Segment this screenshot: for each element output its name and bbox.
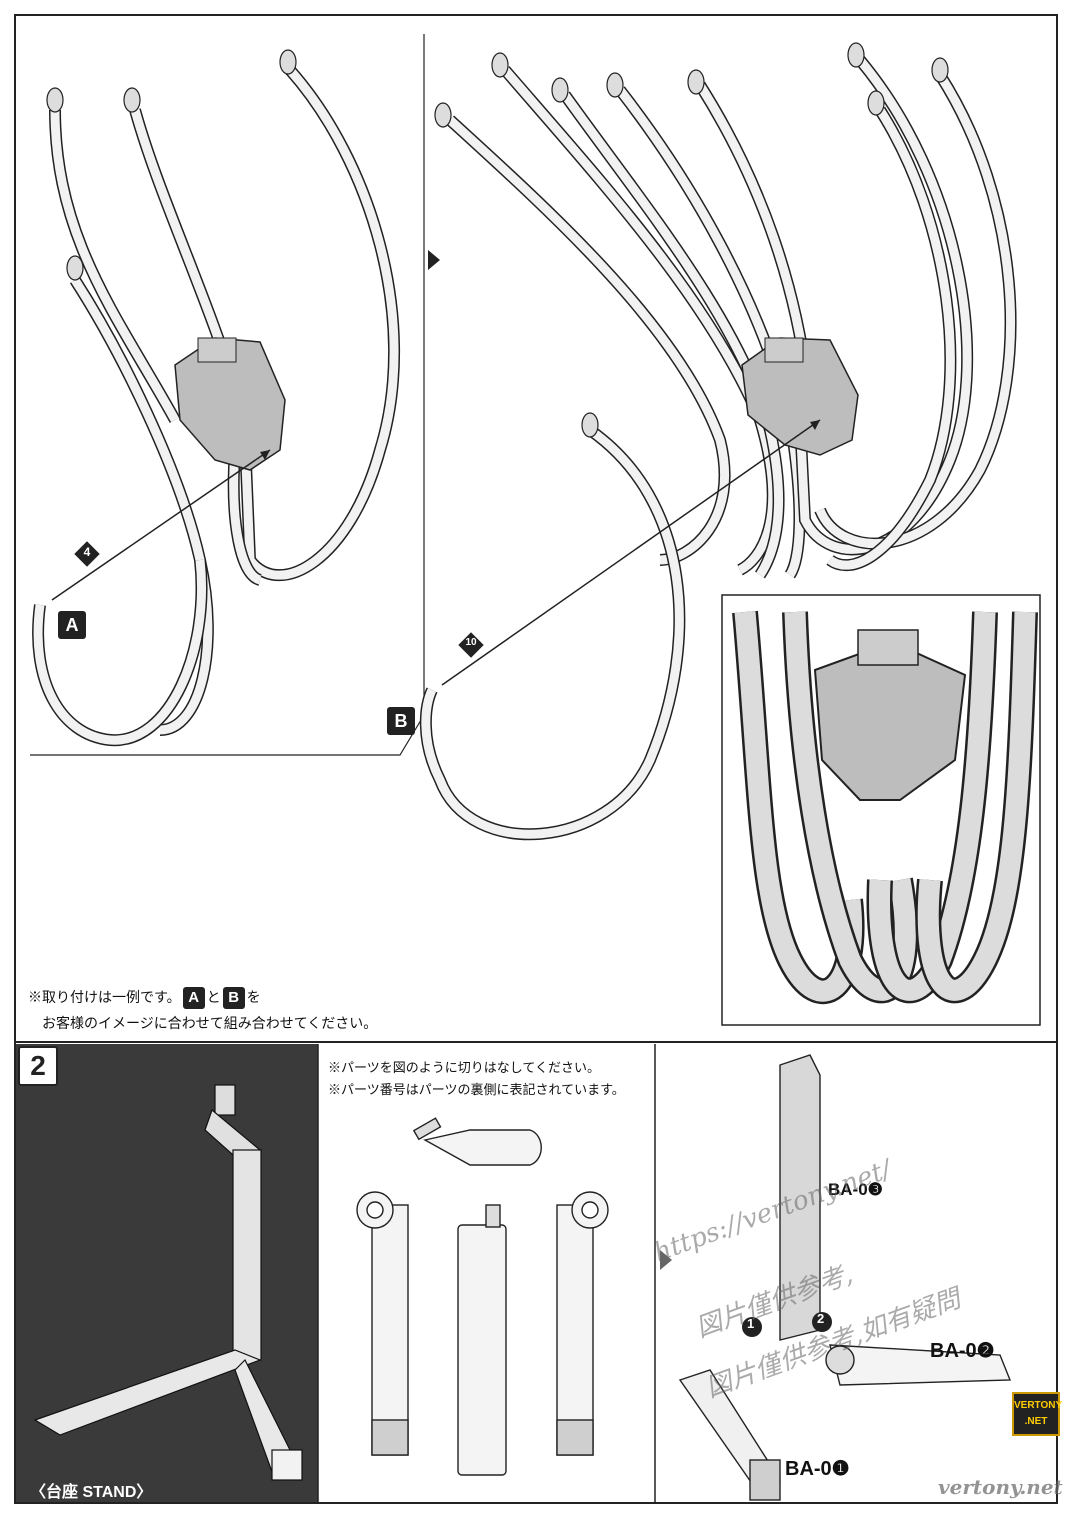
key-a-badge: A [56, 611, 88, 639]
cut-instruction: ※パーツを図のように切りはなしてください。 [328, 1060, 600, 1075]
assembly-step-2: 2 [817, 1311, 825, 1326]
tubes-left-group [32, 66, 401, 747]
page-frame [14, 14, 1058, 1504]
stand-assembled [33, 1084, 303, 1481]
step-4-label: 4 [83, 545, 91, 559]
tube-a [32, 559, 208, 747]
tube-left [49, 109, 181, 423]
note-key-b: B [222, 987, 245, 1010]
panel-a-border [30, 34, 425, 756]
stand-assembly-right [678, 1054, 1012, 1501]
part-number-instruction: ※パーツ番号はパーツの裏側に表記されています。 [328, 1082, 625, 1097]
part-label-ba2: BA-0❷ [930, 1340, 995, 1362]
part-label-ba3: BA-0❸ [828, 1180, 883, 1199]
closeup-tubes [732, 610, 1038, 1005]
watermark-footer: vertony.net [938, 1475, 1063, 1499]
step-2-number: 2 [18, 1046, 58, 1086]
vertony-badge: VERTONY .NET [1012, 1392, 1062, 1436]
sprue-parts [356, 1117, 609, 1476]
step-10-label: 10 [465, 637, 477, 648]
note-key-a: A [182, 987, 205, 1010]
key-b-badge: B [385, 707, 417, 735]
attach-note-line2: お客様のイメージに合わせて組み合わせてください。 [42, 1015, 378, 1031]
assembly-step-1: 1 [747, 1316, 755, 1331]
stand-caption: 〈台座 STAND〉 [30, 1484, 153, 1501]
tubes-right-group [419, 56, 1017, 841]
progress-arrow-2 [660, 1250, 672, 1270]
part-label-ba1: BA-0❶ [785, 1458, 850, 1480]
progress-arrow-1 [428, 250, 440, 270]
